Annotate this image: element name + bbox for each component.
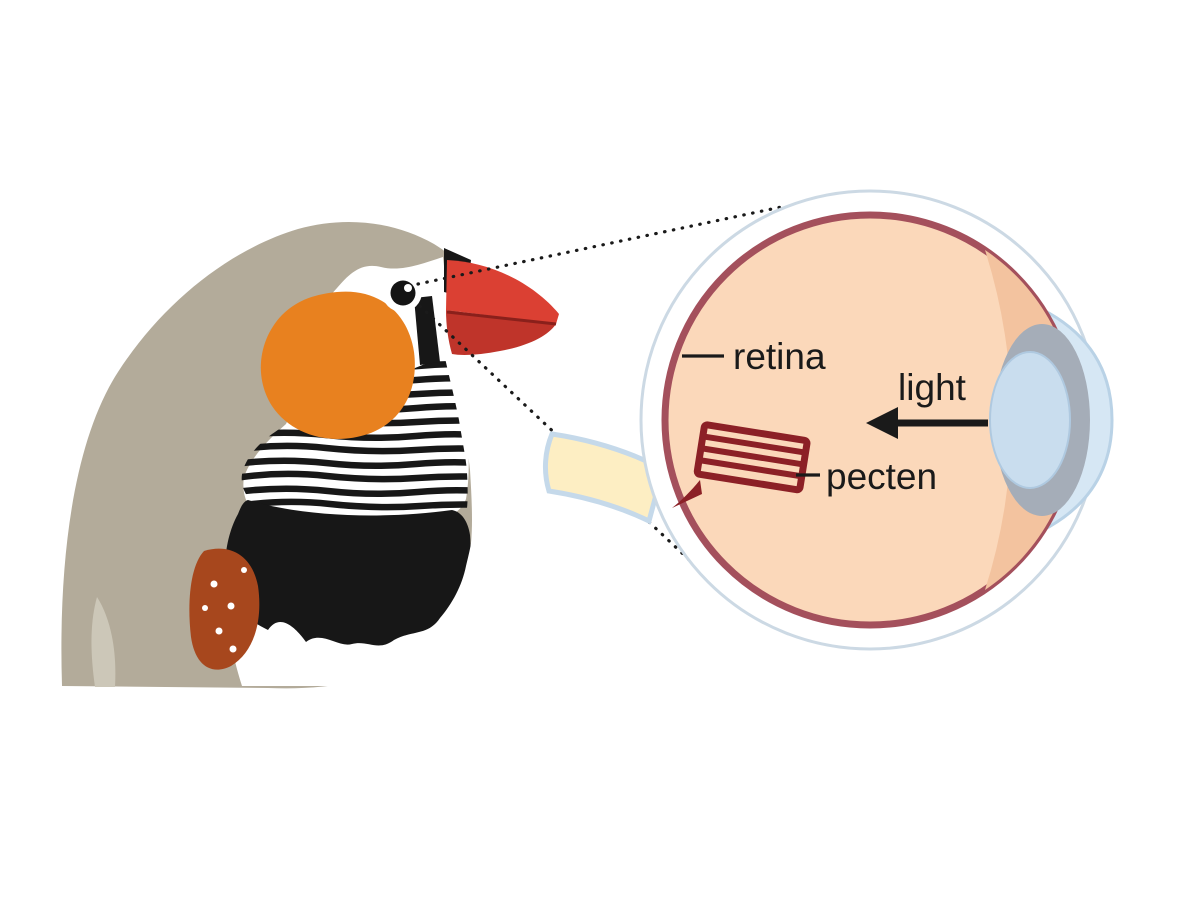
finch-cheek-patch [260, 291, 415, 439]
pecten-structure [672, 421, 811, 508]
magnifier-dotted-line-bottom [418, 304, 703, 573]
light-label: light [898, 367, 967, 408]
optic-nerve [542, 431, 666, 525]
retina-label: retina [733, 336, 826, 377]
light-annotation: light [866, 367, 988, 439]
finch-tear-stripe [414, 296, 440, 365]
finch-flank-patch [189, 548, 260, 670]
finch-chest-band [225, 500, 471, 658]
lens [989, 351, 1071, 489]
retina-annotation: retina [682, 336, 826, 377]
pecten-annotation: pecten [796, 456, 937, 497]
pecten-stem [672, 480, 702, 508]
magnification-cone [416, 204, 788, 573]
finch-wing-streak [91, 597, 116, 687]
finch-belly [226, 530, 473, 686]
eye-cross-section: retina light pecten [542, 189, 1114, 651]
light-direction-arrow [866, 407, 988, 439]
magnifier-dotted-line-top [416, 204, 788, 286]
finch-beak [446, 260, 559, 355]
finch-eye [382, 272, 422, 312]
zebra-finch-illustration [61, 221, 559, 689]
pecten-label: pecten [826, 456, 937, 497]
